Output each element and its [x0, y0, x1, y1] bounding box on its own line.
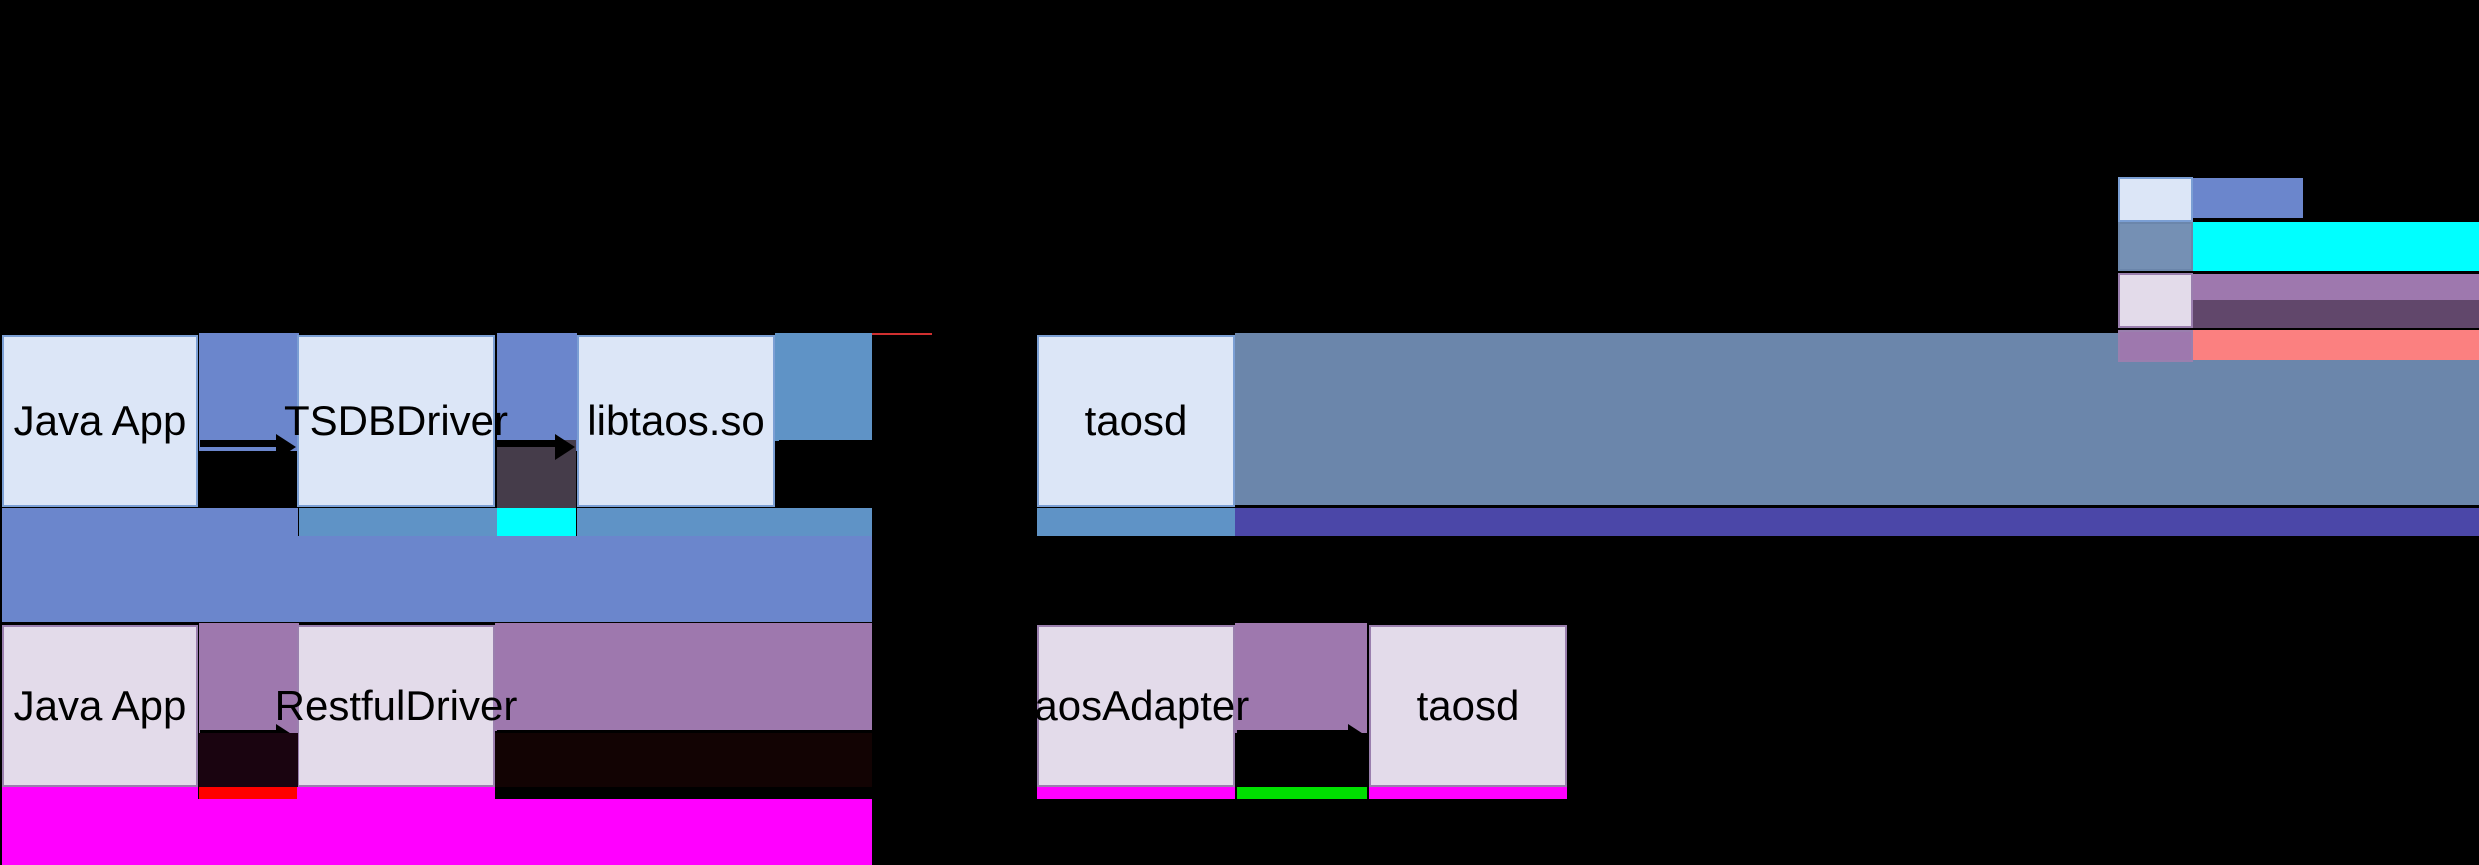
row2-understrip-red [199, 787, 298, 799]
legend-bar-purple [2193, 274, 2479, 300]
node-java-app-rest[interactable]: Java App [2, 625, 198, 787]
row1-cyan-highlight [497, 508, 576, 536]
mid-band-blue [2, 536, 872, 622]
row1-understrip-far-right [1235, 508, 2479, 536]
row2-understrip-green [1237, 787, 1367, 799]
node-label: libtaos.so [587, 396, 765, 444]
row2-dark-artifact-left [199, 733, 298, 787]
node-tsdb-driver[interactable]: TSDBDriver [284, 335, 508, 507]
arrow-tsdbdriver-to-libtaos-line [497, 440, 557, 447]
bottom-band-magenta-wide [2, 799, 872, 865]
row2-understrip-magenta-b [1369, 787, 1567, 799]
node-label: TSDBDriver [284, 396, 509, 444]
arrow-libtaos-to-taosd-line [779, 440, 1019, 447]
row1-band-blue-behind-gap1 [199, 333, 299, 451]
legend-bar-blue [2193, 178, 2303, 218]
row1-understrip-taosd [1037, 508, 1235, 536]
arrow-taosadapter-to-taosdrest-head [1348, 724, 1368, 750]
row2-dark-artifact-mid [495, 733, 872, 787]
node-taos-adapter[interactable]: taosAdapter [1023, 625, 1249, 787]
node-libtaos-so[interactable]: libtaos.so [577, 335, 775, 507]
row1-understrip-steel-left [2, 508, 298, 536]
arrow-java-to-tsdbdriver-head [276, 434, 296, 460]
row2-band-purple-gap1 [199, 623, 299, 733]
legend-bar-darkpurple [2193, 300, 2479, 328]
arrow-java-to-tsdbdriver-line [200, 440, 278, 447]
row2-understrip-magenta-a [1037, 787, 1235, 799]
row1-understrip-steel-mid [299, 508, 497, 536]
legend-bar-cyan [2193, 222, 2479, 271]
arrow-libtaos-to-taosd-head [1016, 434, 1036, 460]
node-java-app-native[interactable]: Java App [2, 335, 198, 507]
legend-swatch-1 [2118, 177, 2193, 222]
legend-swatch-3 [2118, 273, 2193, 328]
node-label: taosd [1416, 681, 1520, 729]
legend-swatch-2 [2118, 222, 2193, 271]
node-label: Java App [13, 681, 187, 729]
row1-band-blue-behind-gap2 [497, 333, 577, 451]
arrow-restfuldriver-to-taosadapter-head [1016, 724, 1036, 750]
row2-band-purple-right-of-restful [495, 623, 872, 731]
legend-swatch-4 [2118, 330, 2193, 362]
node-label: RestfulDriver [274, 681, 518, 729]
node-label: taosAdapter [1022, 681, 1250, 729]
node-restful-driver[interactable]: RestfulDriver [275, 625, 517, 787]
legend-bar-salmon [2193, 330, 2479, 360]
row1-understrip-steel-right [577, 508, 872, 536]
arrow-tsdbdriver-to-libtaos-head [555, 434, 575, 460]
row1-faint-red-rule [872, 333, 932, 335]
node-taosd-native[interactable]: taosd [1037, 335, 1235, 507]
arrow-taosadapter-to-taosdrest-line [1237, 730, 1349, 737]
row1-band-steel-right-of-libtaos [775, 333, 872, 441]
row2-band-purple-gap3 [1235, 623, 1367, 733]
row1-band-steel-right-of-taosd [1235, 333, 2479, 505]
node-label: Java App [13, 396, 187, 444]
node-taosd-rest[interactable]: taosd [1369, 625, 1567, 787]
node-label: taosd [1084, 396, 1188, 444]
